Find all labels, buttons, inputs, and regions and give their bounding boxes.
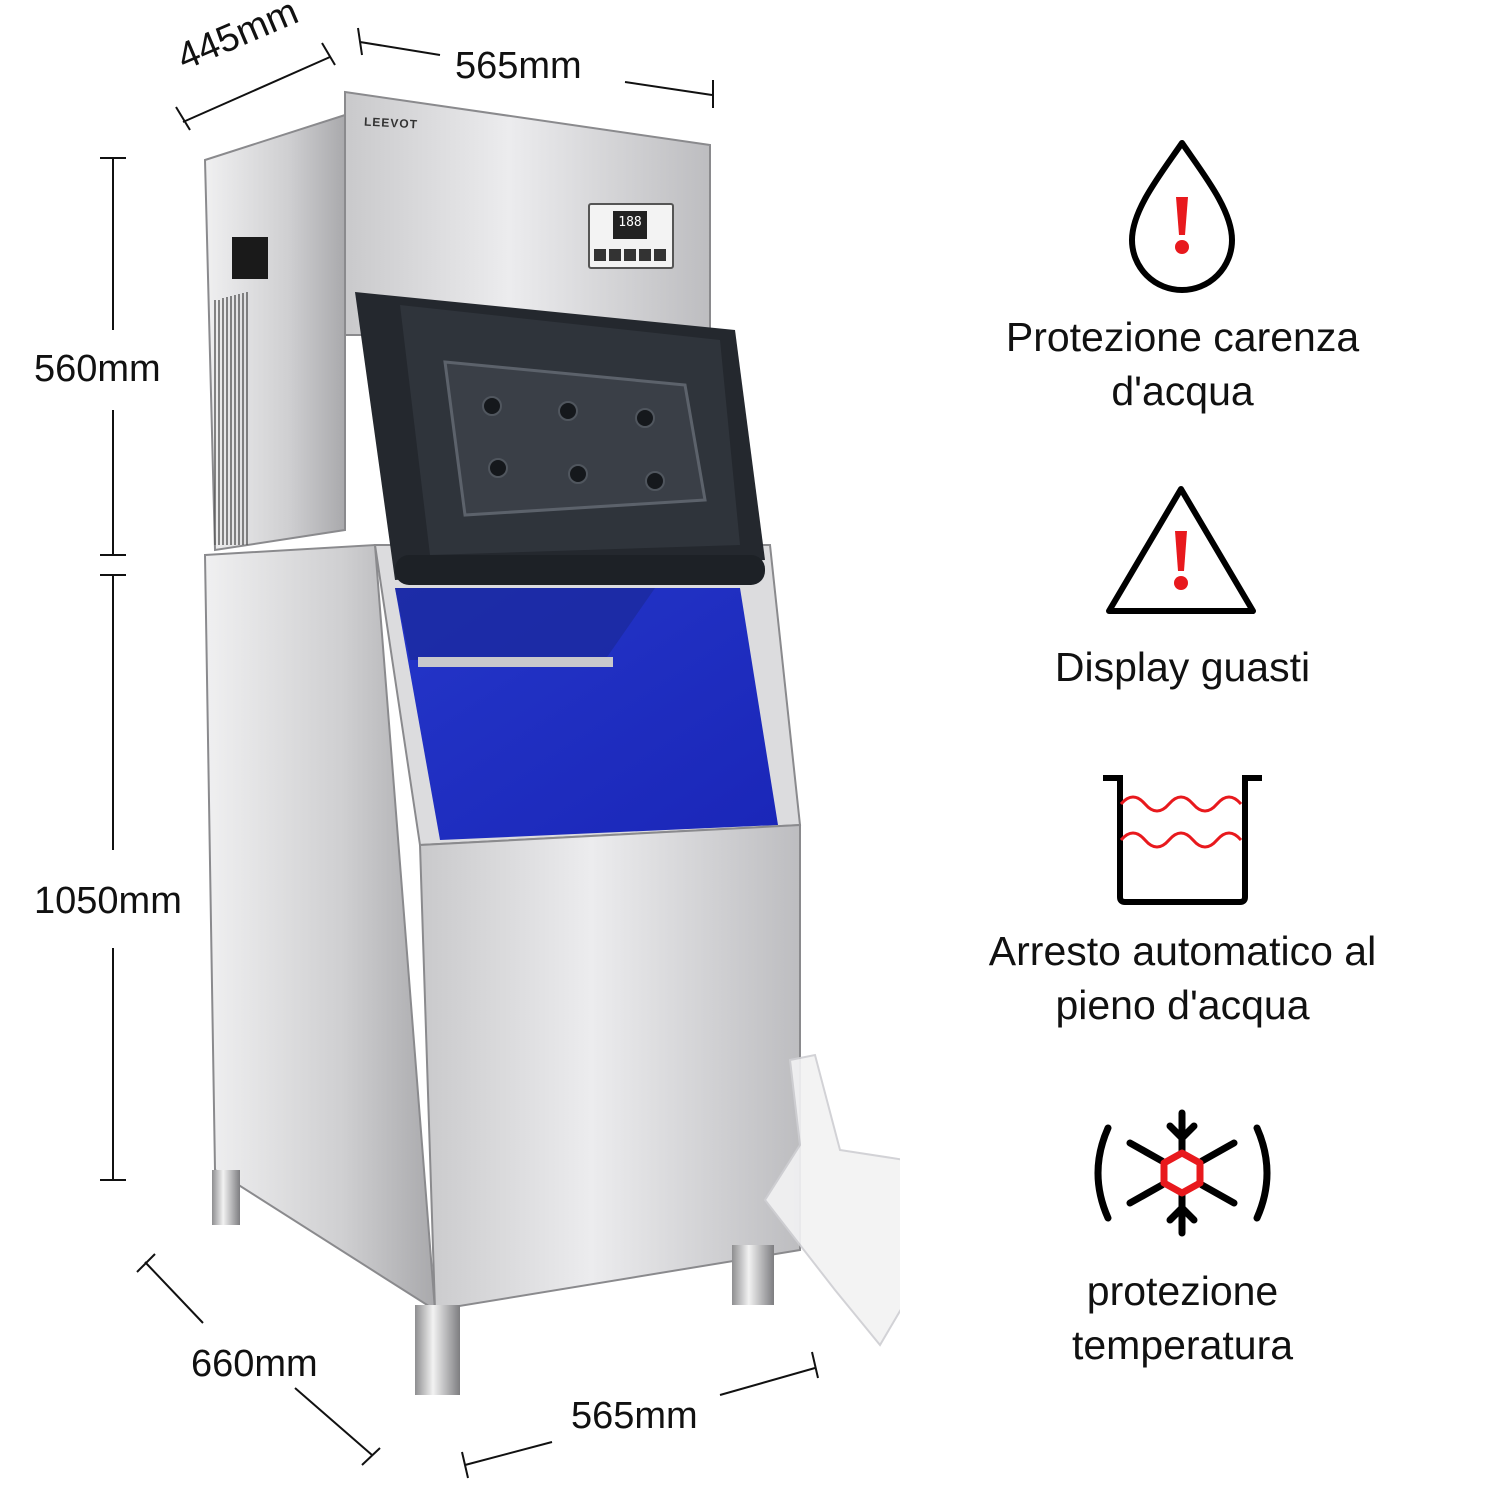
dimension-lower-height: 1050mm	[34, 880, 182, 922]
water-drop-warning-icon	[1120, 135, 1245, 295]
dimension-base-depth: 660mm	[191, 1343, 318, 1385]
down-arrow-icon[interactable]	[654, 249, 666, 261]
feature-label-water-shortage: Protezione carenza d'acqua	[1005, 314, 1360, 414]
feature-label-temperature-protection: protezione temperatura	[1071, 1268, 1294, 1368]
feature-label-fault-display: Display guasti	[1054, 644, 1311, 690]
up-arrow-icon[interactable]	[639, 249, 651, 261]
water-tank-full-icon	[1100, 772, 1265, 908]
snowflake-temperature-icon	[1090, 1108, 1275, 1238]
mode-icon[interactable]	[609, 249, 621, 261]
side-handle	[232, 237, 268, 279]
dimension-top-width: 565mm	[455, 45, 582, 87]
feature-label-auto-stop: Arresto automatico al pieno d'acqua	[988, 928, 1377, 1028]
brand-logo: LEEVOT	[363, 114, 419, 132]
settings-icon[interactable]	[624, 249, 636, 261]
warning-triangle-icon	[1103, 483, 1259, 619]
control-panel: 188	[588, 203, 674, 269]
dimension-base-width: 565mm	[571, 1395, 698, 1437]
dimension-upper-height: 560mm	[34, 348, 161, 390]
ice-machine-illustration	[100, 27, 900, 1479]
power-icon[interactable]	[594, 249, 606, 261]
ice-scoop	[763, 1053, 900, 1347]
digital-display: 188	[613, 211, 647, 239]
